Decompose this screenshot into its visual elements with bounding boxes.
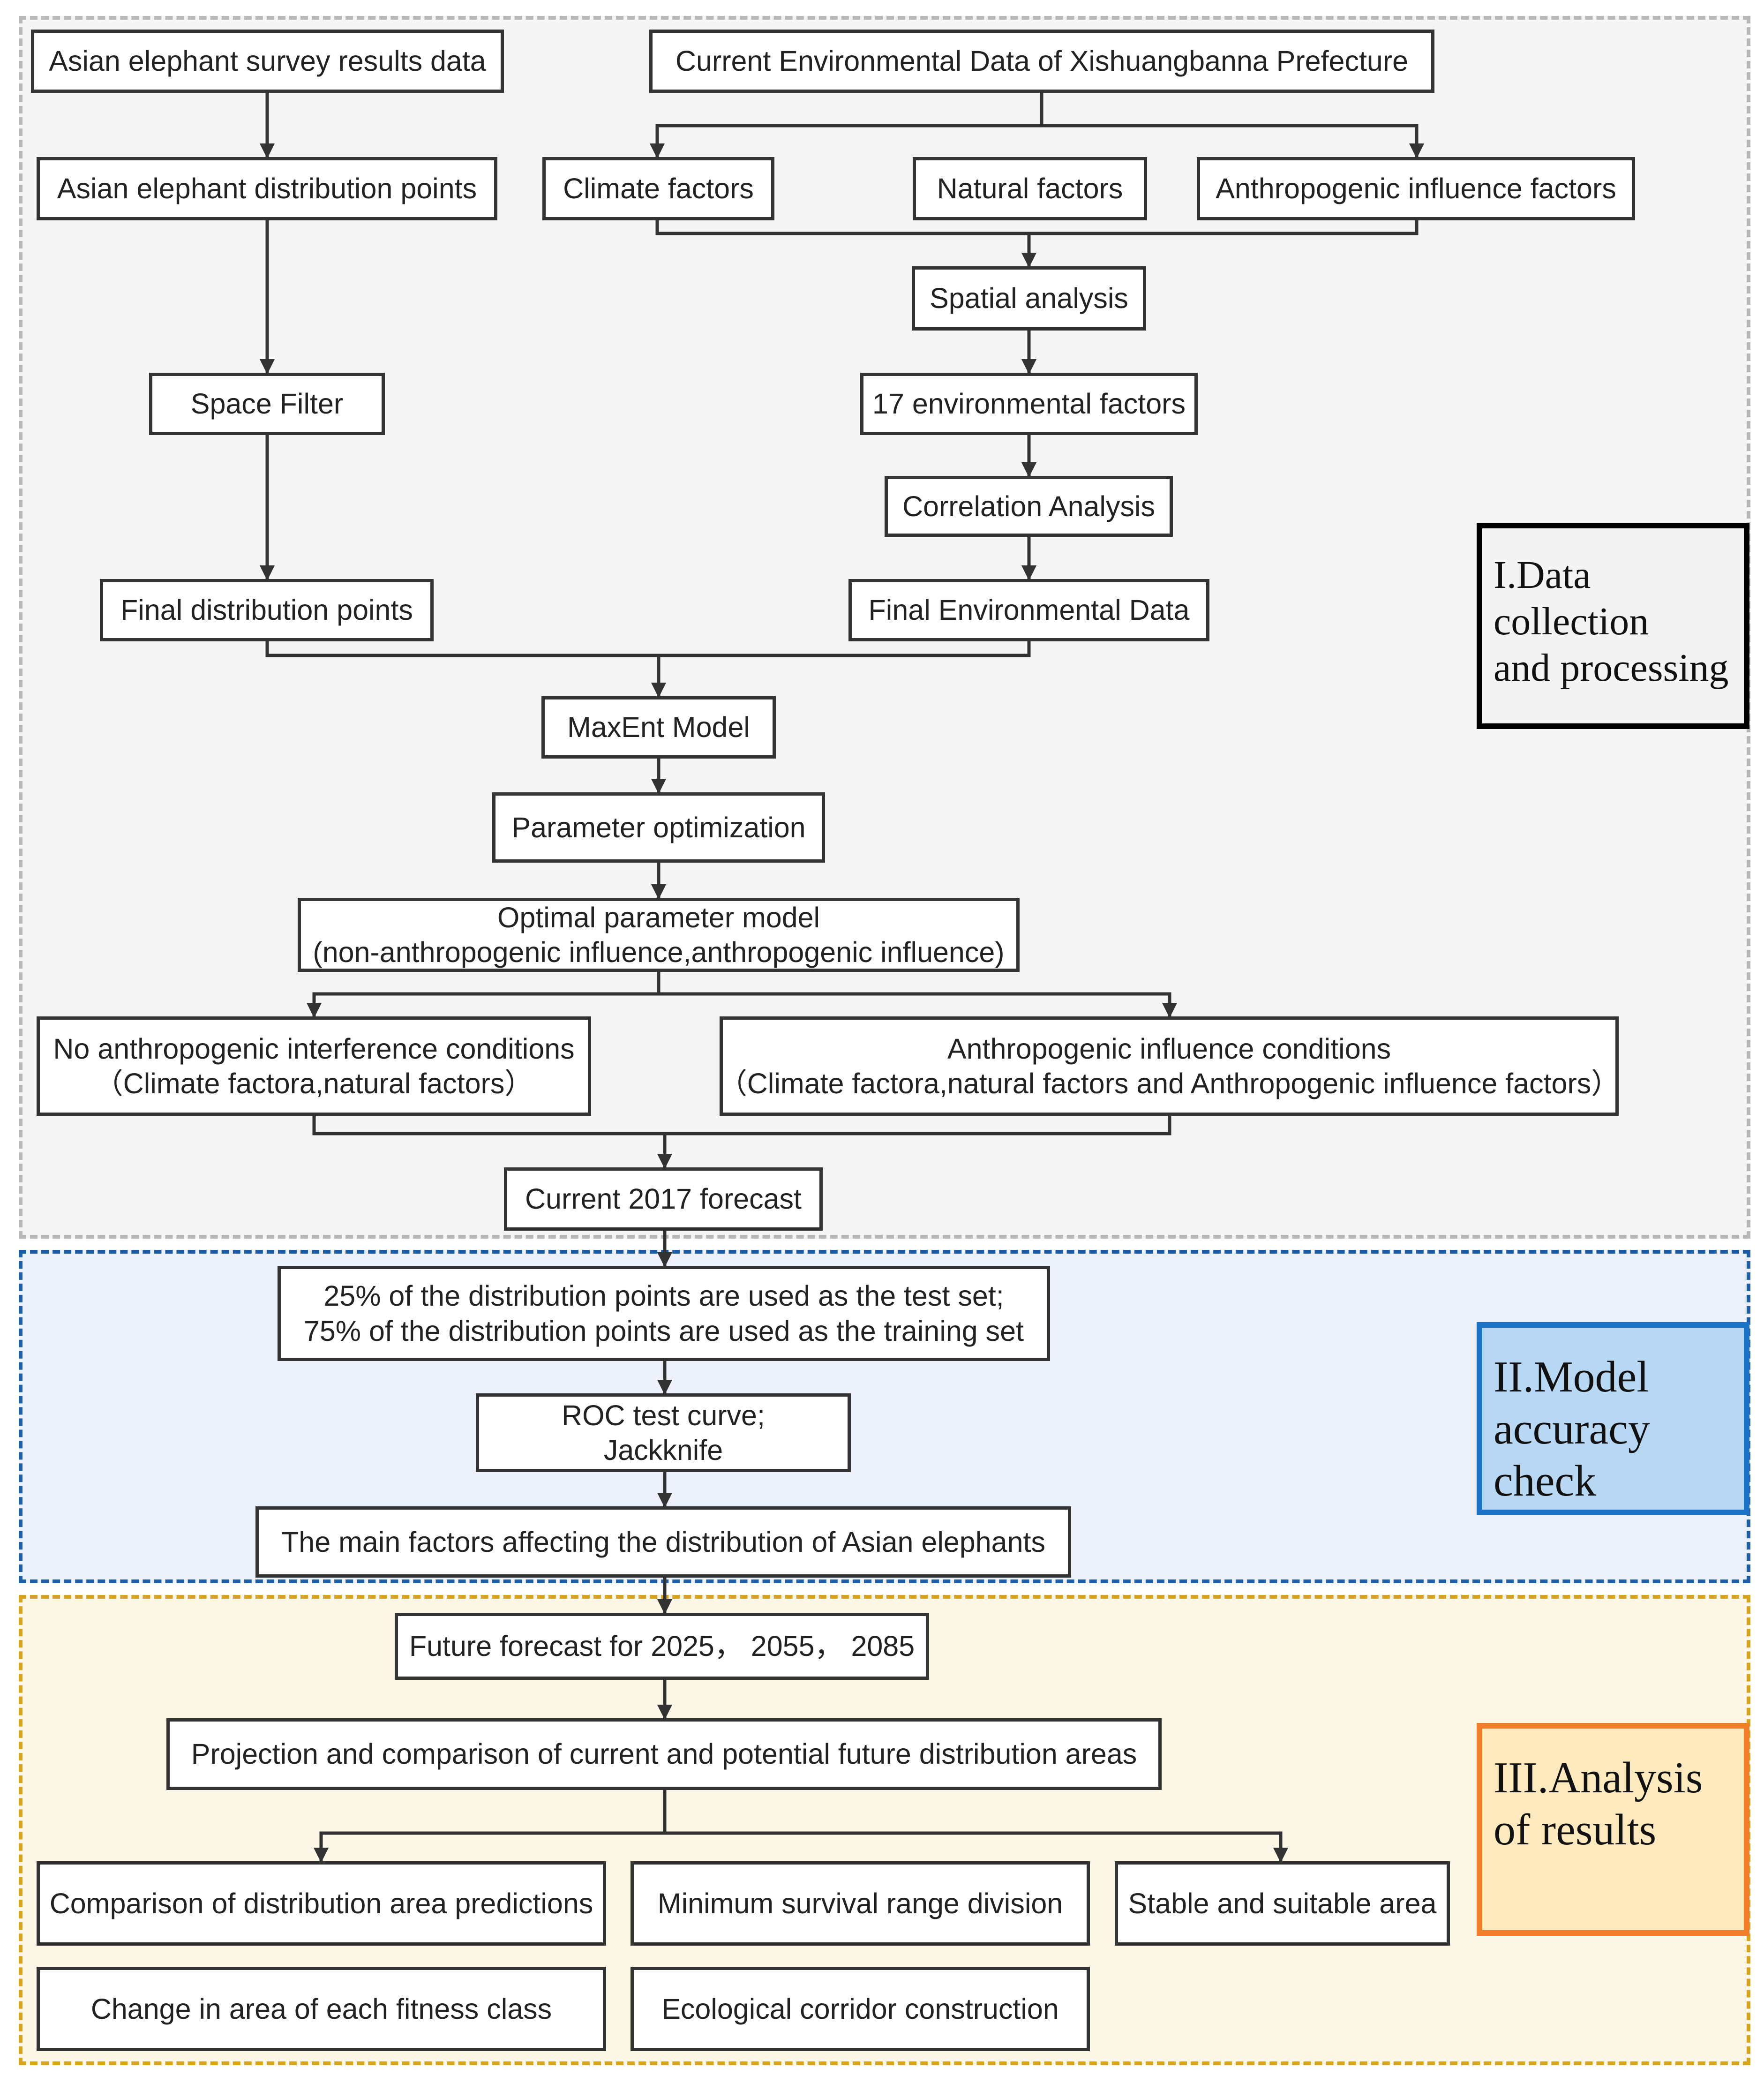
node-future-forecast: Future forecast for 2025， 2055， 2085 (395, 1613, 929, 1680)
node-change-area: Change in area of each fitness class (37, 1967, 606, 2051)
node-env-data: Current Environmental Data of Xishuangba… (649, 30, 1434, 93)
arrow-optimal-to-no-anthro (306, 992, 659, 1018)
node-correlation-analysis: Correlation Analysis (885, 476, 1173, 537)
arrow-projection-to-stable (665, 1831, 1289, 1863)
label-analysis-results: III.Analysis of results (1477, 1723, 1749, 1936)
arrow-env-to-climate (649, 124, 1042, 159)
label-data-collection: I.Data collection and processing (1477, 523, 1749, 729)
node-current-forecast: Current 2017 forecast (504, 1167, 823, 1231)
node-roc-jackknife: ROC test curve;Jackknife (476, 1393, 851, 1472)
node-no-anthro-conditions: No anthropogenic interference conditions… (37, 1016, 591, 1116)
arrow-env-to-anthropogenic (1042, 124, 1425, 159)
node-spatial-analysis: Spatial analysis (912, 266, 1146, 331)
node-comparison-predictions: Comparison of distribution area predicti… (37, 1861, 606, 1946)
arrow-optimal-to-anthro (659, 992, 1178, 1018)
node-stable-suitable: Stable and suitable area (1115, 1861, 1450, 1946)
node-main-factors: The main factors affecting the distribut… (255, 1506, 1071, 1578)
line-final-merge (265, 641, 1031, 657)
node-optimal-model: Optimal parameter model(non-anthropogeni… (298, 898, 1020, 972)
node-ecological-corridor: Ecological corridor construction (631, 1967, 1090, 2051)
label-model-accuracy: II.Model accuracy check (1477, 1322, 1749, 1515)
line-conditions-merge (312, 1116, 1171, 1135)
node-survey-data: Asian elephant survey results data (31, 30, 504, 93)
node-projection-comparison: Projection and comparison of current and… (166, 1718, 1162, 1790)
node-anthropogenic-factors: Anthropogenic influence factors (1197, 157, 1635, 220)
arrow-projection-to-comparison (313, 1831, 665, 1863)
node-final-env-data: Final Environmental Data (848, 579, 1209, 641)
node-natural-factors: Natural factors (913, 157, 1147, 220)
node-space-filter: Space Filter (149, 373, 385, 435)
node-final-points: Final distribution points (100, 579, 434, 641)
line-factors-merge (655, 220, 1419, 235)
node-distribution-points: Asian elephant distribution points (37, 157, 497, 220)
node-17-env-factors: 17 environmental factors (860, 373, 1198, 435)
node-test-training-split: 25% of the distribution points are used … (278, 1266, 1050, 1361)
node-parameter-optimization: Parameter optimization (492, 792, 825, 863)
node-anthro-conditions: Anthropogenic influence conditions（Clima… (719, 1016, 1620, 1116)
node-minimum-survival: Minimum survival range division (631, 1861, 1090, 1946)
node-climate-factors: Climate factors (542, 157, 774, 220)
node-maxent-model: MaxEnt Model (541, 696, 776, 759)
